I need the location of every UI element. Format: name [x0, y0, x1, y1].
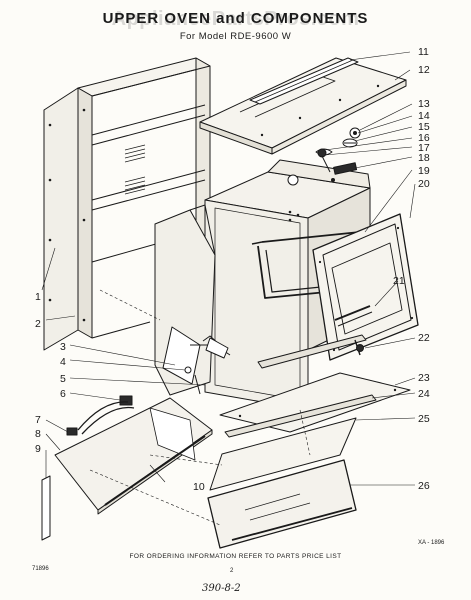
page-mark: 2 — [230, 568, 234, 574]
lower-front-panel-part — [54, 397, 213, 515]
door-inner-part — [312, 213, 419, 361]
callout-labels: 1 2 3 4 5 6 7 8 9 10 11 12 13 14 15 16 1… — [35, 46, 430, 493]
callout-13: 13 — [418, 98, 430, 110]
top-panel-part — [199, 57, 407, 155]
callout-8: 8 — [35, 428, 41, 440]
latch-part — [257, 334, 367, 369]
callout-22: 22 — [418, 332, 430, 344]
callout-26: 26 — [418, 480, 430, 492]
connector-parts — [66, 395, 135, 436]
side-strip-part — [41, 475, 51, 541]
leader-lines — [41, 51, 416, 486]
left-code: 71896 — [32, 566, 49, 572]
callout-25: 25 — [418, 413, 430, 425]
callout-2: 2 — [35, 318, 41, 330]
glass-panel-part — [209, 417, 357, 491]
callout-17: 17 — [418, 142, 430, 154]
callout-19: 19 — [418, 165, 430, 177]
callout-23: 23 — [418, 372, 430, 384]
callout-11: 11 — [418, 46, 429, 58]
callout-24: 24 — [418, 388, 430, 400]
callout-6: 6 — [60, 388, 66, 400]
callout-15: 15 — [418, 121, 430, 133]
ref-code: XA - 1896 — [418, 540, 445, 546]
callout-4: 4 — [60, 356, 66, 368]
switch-components — [315, 127, 361, 175]
watermark: AppliancePartsPros.com — [111, 8, 360, 30]
callout-21: 21 — [393, 275, 405, 287]
bracket-parts — [162, 326, 231, 395]
page-title: UPPER OVEN and COMPONENTS — [102, 10, 369, 27]
guide-lines — [89, 289, 311, 526]
callout-20: 20 — [418, 178, 430, 190]
callout-1: 1 — [35, 291, 41, 303]
top-trim-part — [249, 57, 359, 105]
handwritten-note: 390-8-2 — [202, 583, 241, 594]
outer-door-glass-part — [207, 459, 357, 549]
callout-10: 10 — [193, 481, 205, 493]
callout-16: 16 — [418, 132, 430, 144]
callout-7: 7 — [35, 414, 41, 426]
callout-12: 12 — [418, 64, 430, 76]
callout-14: 14 — [418, 110, 430, 122]
model-subtitle: For Model RDE-9600 W — [179, 31, 292, 42]
callout-3: 3 — [60, 341, 66, 353]
callout-9: 9 — [35, 443, 41, 455]
callout-5: 5 — [60, 373, 66, 385]
trim-strip-part — [224, 394, 377, 438]
ordering-note: FOR ORDERING INFORMATION REFER TO PARTS … — [129, 553, 342, 560]
callout-18: 18 — [418, 152, 430, 164]
